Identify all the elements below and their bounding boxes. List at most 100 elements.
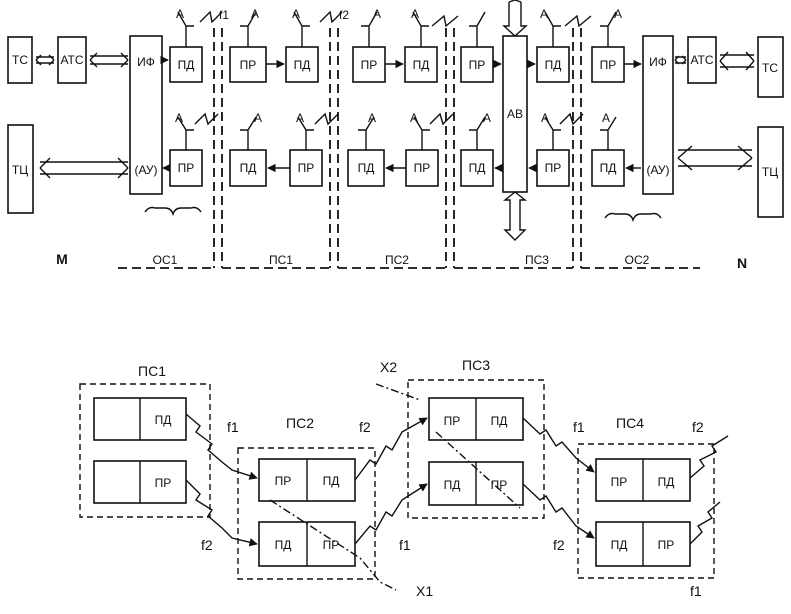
os1-brace [144, 206, 202, 217]
section-separators [118, 28, 700, 269]
pd-label: ПД [155, 413, 172, 427]
svg-text:ПД: ПД [444, 478, 461, 492]
radio-zigzag [429, 112, 454, 126]
ts-right-box [757, 36, 784, 98]
svg-text:ПД: ПД [600, 161, 617, 175]
svg-text:ПД: ПД [178, 58, 195, 72]
link-ats-ts-right [719, 51, 755, 71]
au-left-label: (АУ) [134, 163, 157, 177]
svg-text:А: А [373, 7, 381, 21]
if-left-label: ИФ [137, 55, 155, 69]
av-label: АВ [507, 107, 523, 121]
svg-text:ПР: ПР [240, 58, 257, 72]
tc-left-box [7, 124, 34, 214]
if-right-box [642, 35, 674, 195]
svg-text:ПР: ПР [611, 475, 628, 489]
f1-label-ps4: f1 [690, 583, 702, 599]
x2-line [375, 383, 421, 401]
svg-text:ПР: ПР [491, 478, 508, 492]
top-row: ПД ПР ПД ПР ПД ПР ПД ПР [169, 46, 642, 83]
svg-text:ПР: ПР [600, 58, 617, 72]
block-pd [285, 46, 319, 83]
f2-label: f2 [339, 8, 349, 22]
svg-text:А: А [251, 7, 259, 21]
f1-label: f1 [219, 8, 229, 22]
block-pr [536, 149, 570, 187]
svg-text:А: А [410, 111, 418, 125]
ts-right-label: ТС [762, 61, 778, 75]
svg-text:ПД: ПД [323, 474, 340, 488]
av-arrow-bottom [503, 191, 527, 241]
f1-label-ps3-ps4: f1 [573, 419, 585, 435]
ats-right-label: АТС [690, 53, 713, 67]
block-pd [404, 46, 438, 83]
os2-brace [604, 212, 662, 223]
svg-text:ПД: ПД [658, 475, 675, 489]
section-os2: ОС2 [625, 253, 650, 267]
antennas-top: А А А А А А А [176, 7, 622, 47]
x2-label: Х2 [380, 359, 397, 375]
tc-left-label: ТЦ [12, 163, 28, 177]
cross-link-ps3 [435, 431, 521, 509]
svg-text:ПД: ПД [275, 538, 292, 552]
ps2-label: ПС2 [286, 415, 314, 431]
f2-label-ps2-ps3: f2 [359, 419, 371, 435]
svg-text:А: А [614, 7, 622, 21]
block-pr [352, 46, 386, 83]
link-tc-if-left [39, 157, 129, 179]
station-ps3 [407, 379, 545, 519]
section-ps3: ПС3 [525, 253, 549, 267]
f2-label-ps3-ps4: f2 [553, 537, 565, 553]
top-diagram: ТС АТС ТЦ ИФ (АУ) ПД ПР ПД ПР ПД ПР [7, 0, 784, 271]
link-ts-ats-left [35, 54, 55, 66]
link-if-ats-right [674, 55, 687, 65]
section-ps2: ПС2 [385, 253, 409, 267]
ts-left-box [7, 36, 33, 84]
block-pd [591, 149, 625, 187]
svg-text:ПД: ПД [491, 414, 508, 428]
x1-line [269, 499, 397, 591]
svg-text:ПД: ПД [294, 58, 311, 72]
svg-text:А: А [292, 7, 300, 21]
svg-text:ПР: ПР [323, 538, 340, 552]
section-os1: ОС1 [153, 253, 178, 267]
radio-zigzag [199, 10, 223, 24]
svg-text:А: А [483, 111, 491, 125]
block-pr [460, 46, 494, 83]
svg-text:ПР: ПР [178, 161, 195, 175]
svg-text:ПД: ПД [413, 58, 430, 72]
antennas-bottom: А А А А А А А А [175, 111, 617, 150]
ps1-label: ПС1 [138, 363, 166, 379]
radio-zigzag [319, 10, 343, 24]
station-ps2 [237, 447, 376, 580]
f1-label-ps2-ps3: f1 [399, 537, 411, 553]
svg-text:ПД: ПД [469, 161, 486, 175]
svg-text:ПР: ПР [658, 538, 675, 552]
x1-label: Х1 [416, 583, 433, 599]
link-if-tc-right [677, 145, 753, 171]
svg-text:ПР: ПР [298, 161, 315, 175]
node-n-label: N [737, 255, 747, 271]
bottom-row: ПР ПД ПР ПД ПР ПД ПР ПД [169, 149, 641, 187]
link-ats-if-left [89, 52, 129, 68]
svg-text:ПР: ПР [545, 161, 562, 175]
radio-zigzag [559, 112, 584, 126]
radio-links [194, 10, 592, 126]
section-ps1: ПС1 [269, 253, 293, 267]
bottom-radio-links [185, 413, 729, 547]
if-left-box [129, 35, 163, 195]
svg-text:А: А [254, 111, 262, 125]
if-right-label: ИФ [649, 55, 667, 69]
svg-text:ПР: ПР [469, 58, 486, 72]
svg-text:ПР: ПР [444, 414, 461, 428]
svg-text:ПД: ПД [240, 161, 257, 175]
radio-zigzag [314, 112, 339, 126]
ats-left-label: АТС [60, 53, 83, 67]
block-pd [536, 46, 570, 83]
svg-text:А: А [411, 7, 419, 21]
ps4-label: ПС4 [616, 415, 644, 431]
pr-label: ПР [155, 476, 172, 490]
svg-text:ПД: ПД [611, 538, 628, 552]
svg-text:А: А [176, 7, 184, 21]
av-arrow-top [502, 0, 528, 37]
